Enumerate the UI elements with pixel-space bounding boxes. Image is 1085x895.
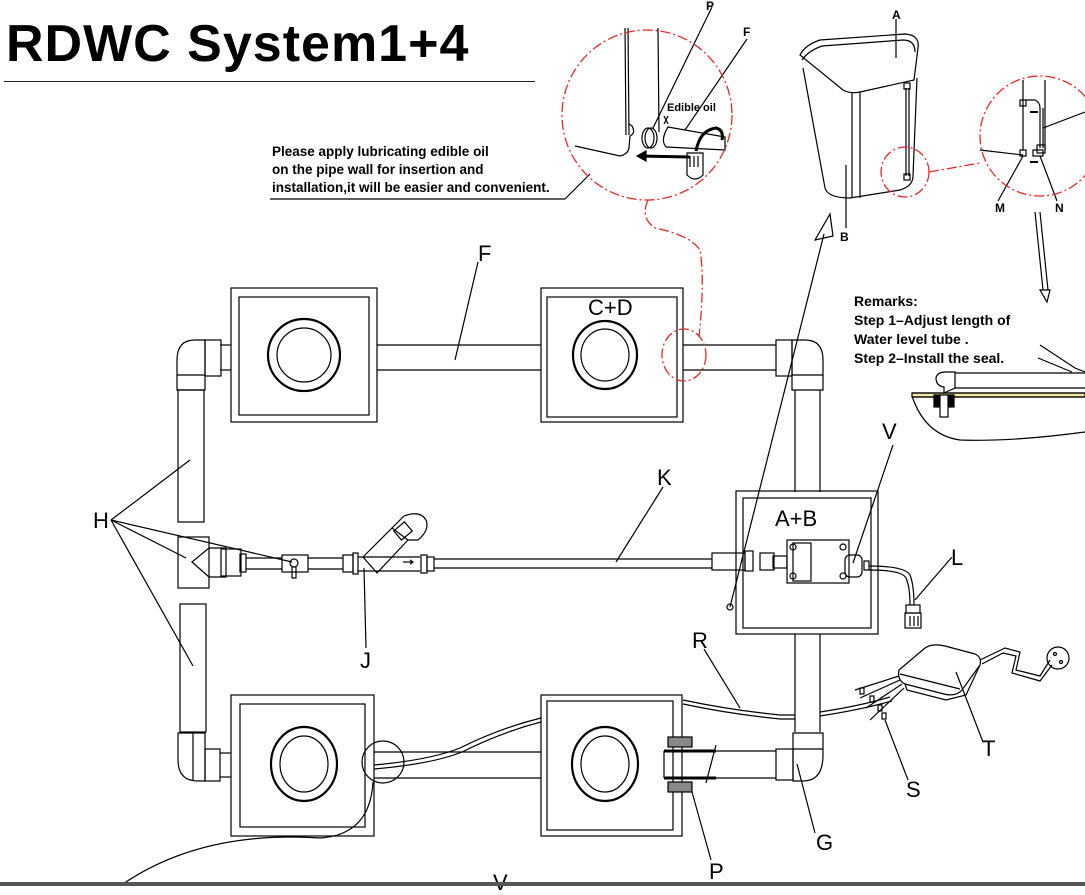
seal-detail (911, 344, 1085, 441)
label-p-top: P (706, 0, 715, 13)
box-label-a-b: A+B (775, 506, 818, 531)
elbow-bottom-left (177, 732, 231, 782)
detail-m-n (979, 80, 1085, 202)
callout-circle-oil (561, 29, 733, 201)
transformer-t (854, 644, 1070, 721)
filter-j (358, 513, 435, 574)
elbow-top-right (775, 339, 824, 492)
label-a: A (892, 8, 901, 22)
note-line: Please apply lubricating edible oil (272, 144, 489, 159)
control-bucket-a-b (711, 490, 922, 635)
lubrication-note: Please apply lubricating edible oil on t… (272, 143, 550, 197)
callout-connector-oil (644, 199, 703, 338)
label-h: H (93, 508, 109, 533)
cable-r (682, 696, 893, 720)
title-underline (4, 81, 535, 82)
label-r: R (692, 628, 708, 653)
label-l: L (951, 545, 964, 570)
arrow-down-detail (1034, 211, 1051, 304)
label-f-main: F (478, 241, 492, 266)
label-j: J (360, 648, 371, 673)
edible-oil-label: Edible oil (667, 102, 716, 114)
page-title: RDWC System1+4 (6, 15, 470, 73)
callout-circle-bucket (880, 146, 930, 198)
pipe-bottom (119, 717, 542, 886)
grommet-p-bottom (663, 736, 776, 793)
remarks-line: Water level tube . (854, 331, 969, 347)
pipe-f-top (220, 344, 776, 371)
leader-lines (110, 6, 984, 886)
note-line: on the pipe wall for insertion and (272, 162, 484, 177)
label-n: N (1055, 201, 1064, 215)
bottom-edge-bar (0, 882, 1085, 886)
note-line: installation,it will be easier and conve… (272, 180, 550, 195)
callout-circle-m-n (979, 75, 1085, 197)
callout-circle-joint (661, 328, 707, 382)
label-f-top: F (743, 25, 751, 39)
box-label-c-d: C+D (588, 295, 633, 320)
label-v: V (882, 419, 897, 444)
tee-fitting (177, 536, 359, 589)
elbow-g (775, 732, 824, 782)
label-k: K (657, 465, 672, 490)
label-s: S (906, 777, 921, 802)
remarks-block: Remarks: Step 1–Adjust length of Water l… (854, 292, 1010, 368)
pot-bottom-left (230, 694, 375, 837)
label-g: G (816, 830, 834, 855)
callout-connector-bucket (928, 162, 981, 173)
label-t: T (982, 736, 996, 761)
tube-k (434, 558, 712, 569)
remarks-heading: Remarks: (854, 293, 918, 309)
label-p-bottom: P (709, 859, 724, 884)
reservoir-bucket (799, 33, 919, 199)
pot-bottom-right (540, 694, 683, 837)
remarks-line: Step 1–Adjust length of (854, 312, 1011, 328)
label-b: B (840, 230, 849, 244)
pipe-left-lower (179, 603, 207, 733)
elbow-top-left (176, 339, 222, 523)
pot-c-d (540, 287, 684, 423)
detail-oil-insertion (574, 27, 726, 180)
pipe-right-lower (794, 634, 821, 732)
remarks-line: Step 2–Install the seal. (854, 350, 1005, 366)
label-m: M (995, 201, 1005, 215)
detail-callouts (561, 29, 1085, 382)
pot-top-left (230, 287, 378, 423)
arrow-to-reservoir (729, 212, 834, 608)
